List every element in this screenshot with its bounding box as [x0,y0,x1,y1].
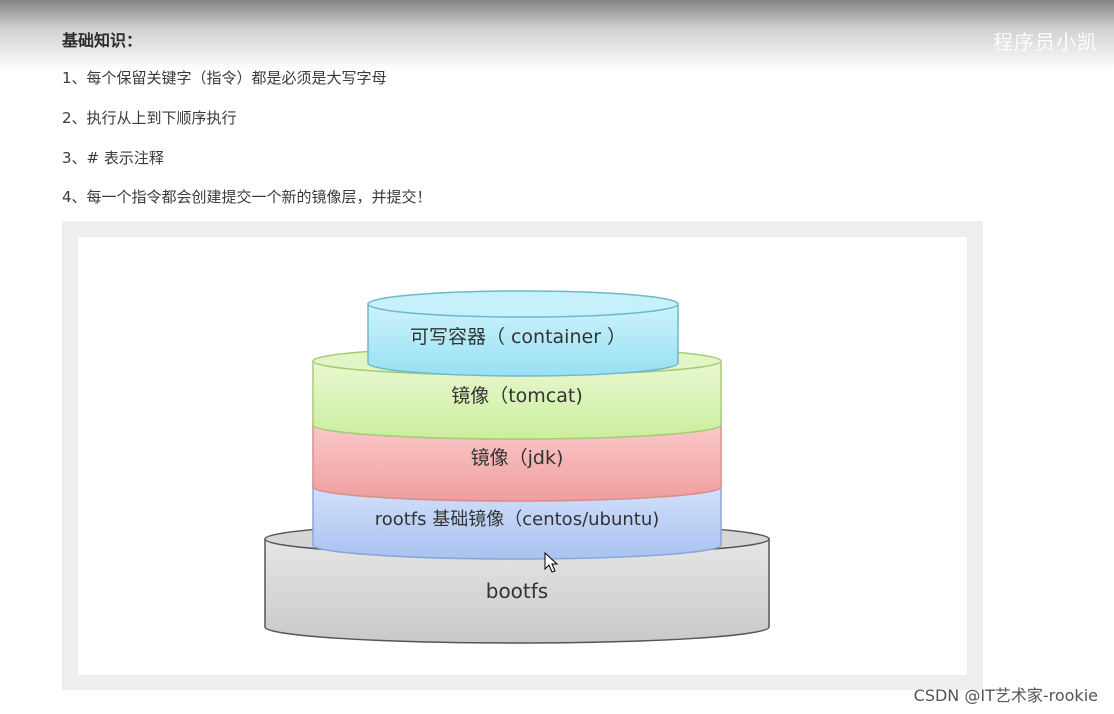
layer-container [367,290,679,377]
rule-1: 1、每个保留关键字（指令）都是必须是大写字母 [62,69,387,87]
figure-frame: 可写容器（ container ） 镜像（tomcat) 镜像（jdk) roo… [62,221,983,690]
layer-stack-diagram: 可写容器（ container ） 镜像（tomcat) 镜像（jdk) roo… [264,290,770,644]
figure-canvas: 可写容器（ container ） 镜像（tomcat) 镜像（jdk) roo… [78,237,967,675]
layer-container-label: 可写容器（ container ） [410,326,626,348]
rule-2: 2、执行从上到下顺序执行 [62,109,237,127]
rule-4: 4、每一个指令都会创建提交一个新的镜像层，并提交！ [62,188,432,206]
footer-watermark: CSDN @IT艺术家-rookie [913,686,1098,705]
layer-tomcat-label: 镜像（tomcat) [451,385,583,407]
rule-3: 3、# 表示注释 [62,149,164,167]
top-shadow [0,0,1114,70]
layer-jdk-label: 镜像（jdk) [471,447,564,469]
mouse-cursor-icon [544,551,559,573]
section-heading: 基础知识： [62,31,143,50]
layer-rootfs-label: rootfs 基础镜像（centos/ubuntu) [375,509,660,530]
top-watermark: 程序员小凯 [993,32,1098,54]
layer-bootfs-label: bootfs [486,579,548,603]
